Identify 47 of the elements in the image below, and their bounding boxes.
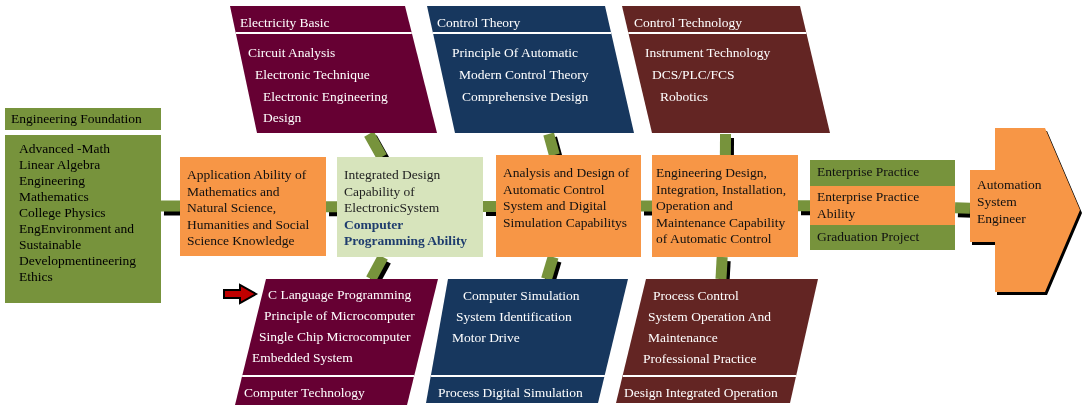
- ability-box: [496, 155, 641, 257]
- course-item: College Physics: [19, 205, 107, 221]
- category-title: Computer Technology: [244, 384, 366, 402]
- category-title: Process Digital Simulation: [438, 384, 584, 402]
- course-item: DCS/PLC/FCS: [652, 66, 736, 84]
- ability-box: [810, 160, 955, 186]
- ability-box: [337, 157, 483, 257]
- ability-box: [810, 225, 955, 250]
- course-item: Principle Of Automatic: [452, 44, 579, 62]
- category-header: Engineering Foundation: [5, 108, 161, 130]
- course-item: EngEnvironment and Sustainable Developmentineering Ethics: [19, 221, 137, 285]
- ability-box: [180, 157, 326, 256]
- course-item: Circuit Analysis: [248, 44, 337, 62]
- ability-box: [810, 186, 955, 225]
- course-item: Principle of Microcomputer: [264, 307, 416, 325]
- box-text: Enterprise Practice Ability: [817, 189, 921, 222]
- box-text: Engineering Design, Integration, Installation, Operation and Maintenance Capability of Automatic Control: [656, 165, 788, 248]
- course-item: Single Chip Microcomputer: [259, 328, 412, 346]
- ability-box: [652, 155, 798, 257]
- box-text: Computer Programming Ability: [344, 216, 469, 250]
- course-item: Instrument Technology: [645, 44, 772, 62]
- box-text: Analysis and Design of Automatic Control System and Digital Simulation Capabilitys: [503, 165, 631, 231]
- course-item: Motor Drive: [452, 329, 521, 347]
- course-item: Professional Practice: [643, 350, 758, 368]
- course-item: Modern Control Theory: [459, 66, 590, 84]
- box-text: Application Ability of Mathematics and Natural Science, Humanities and Social Science Knowledge: [187, 167, 311, 250]
- goal-text: Automation System Engineer: [977, 176, 1043, 227]
- course-item: Electronic Technique: [255, 66, 371, 84]
- course-item: Process Control: [653, 287, 740, 305]
- course-item: Embedded System: [252, 349, 354, 367]
- course-item: Linear Algebra: [19, 157, 102, 173]
- box-text: Graduation Project: [817, 229, 921, 246]
- category-title: Control Technology: [634, 14, 743, 32]
- category-title: Control Theory: [437, 14, 522, 32]
- category-title: Electricity Basic: [240, 14, 331, 32]
- course-item: Engineering Mathematics: [19, 173, 90, 205]
- course-item: Electronic Engineering Design: [263, 88, 389, 127]
- course-item: Robotics: [660, 88, 709, 106]
- box-text: Enterprise Practice: [817, 164, 921, 181]
- category-title: Design Integrated Operation: [624, 384, 779, 402]
- course-item: System Identification: [456, 308, 573, 326]
- course-item: C Language Programming: [268, 286, 413, 304]
- course-item: Comprehensive Design: [462, 88, 590, 106]
- course-item: Computer Simulation: [463, 287, 581, 305]
- box-text: Integrated Design Capability of ElectronicSystem: [344, 167, 442, 217]
- course-item: System Operation And Maintenance: [648, 308, 772, 347]
- course-item: Advanced -Math: [19, 141, 112, 157]
